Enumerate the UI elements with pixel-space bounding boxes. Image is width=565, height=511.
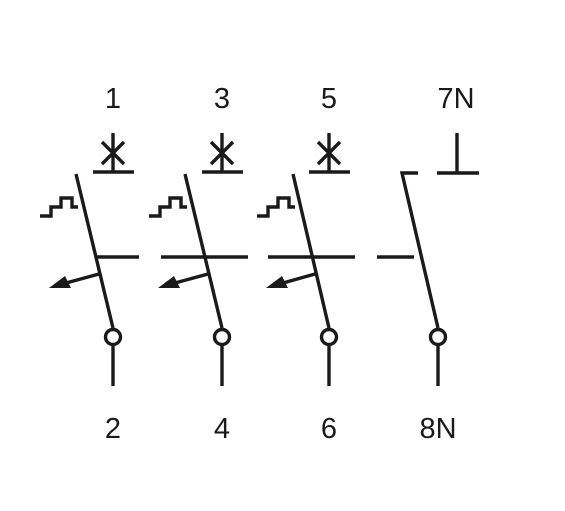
pole-3: 5 6 xyxy=(257,83,350,445)
isolator-cross-icon xyxy=(93,133,134,174)
switch-blade xyxy=(183,173,224,329)
terminal-ring xyxy=(428,327,448,347)
magnetic-trip-arrow-icon xyxy=(266,272,316,288)
terminal-label-top: 5 xyxy=(321,83,337,115)
isolator-cross-icon xyxy=(309,133,350,174)
switch-blade xyxy=(291,173,331,329)
switch-blade xyxy=(74,173,115,329)
switch-blade xyxy=(399,171,440,329)
terminal-ring xyxy=(319,327,339,347)
terminal-label-top: 7N xyxy=(437,83,474,115)
isolator-cross-icon xyxy=(202,133,243,174)
terminal-label-top: 3 xyxy=(214,83,230,115)
pole-2: 3 4 xyxy=(149,83,243,445)
pole-neutral: 7N 8N xyxy=(399,83,479,445)
terminal-label-bottom: 4 xyxy=(214,413,230,445)
terminal-label-bottom: 2 xyxy=(105,413,121,445)
terminal-ring xyxy=(103,327,123,347)
neutral-contact-icon xyxy=(437,133,479,175)
terminal-ring xyxy=(212,327,232,347)
thermal-trip-icon xyxy=(149,196,187,218)
thermal-trip-icon xyxy=(257,196,295,218)
pole-1: 1 2 xyxy=(40,83,134,445)
terminal-label-bottom: 6 xyxy=(321,413,337,445)
terminal-label-bottom: 8N xyxy=(419,413,456,445)
magnetic-trip-arrow-icon xyxy=(49,272,100,288)
terminal-label-top: 1 xyxy=(105,83,121,115)
thermal-trip-icon xyxy=(40,196,78,218)
magnetic-trip-arrow-icon xyxy=(158,272,209,288)
